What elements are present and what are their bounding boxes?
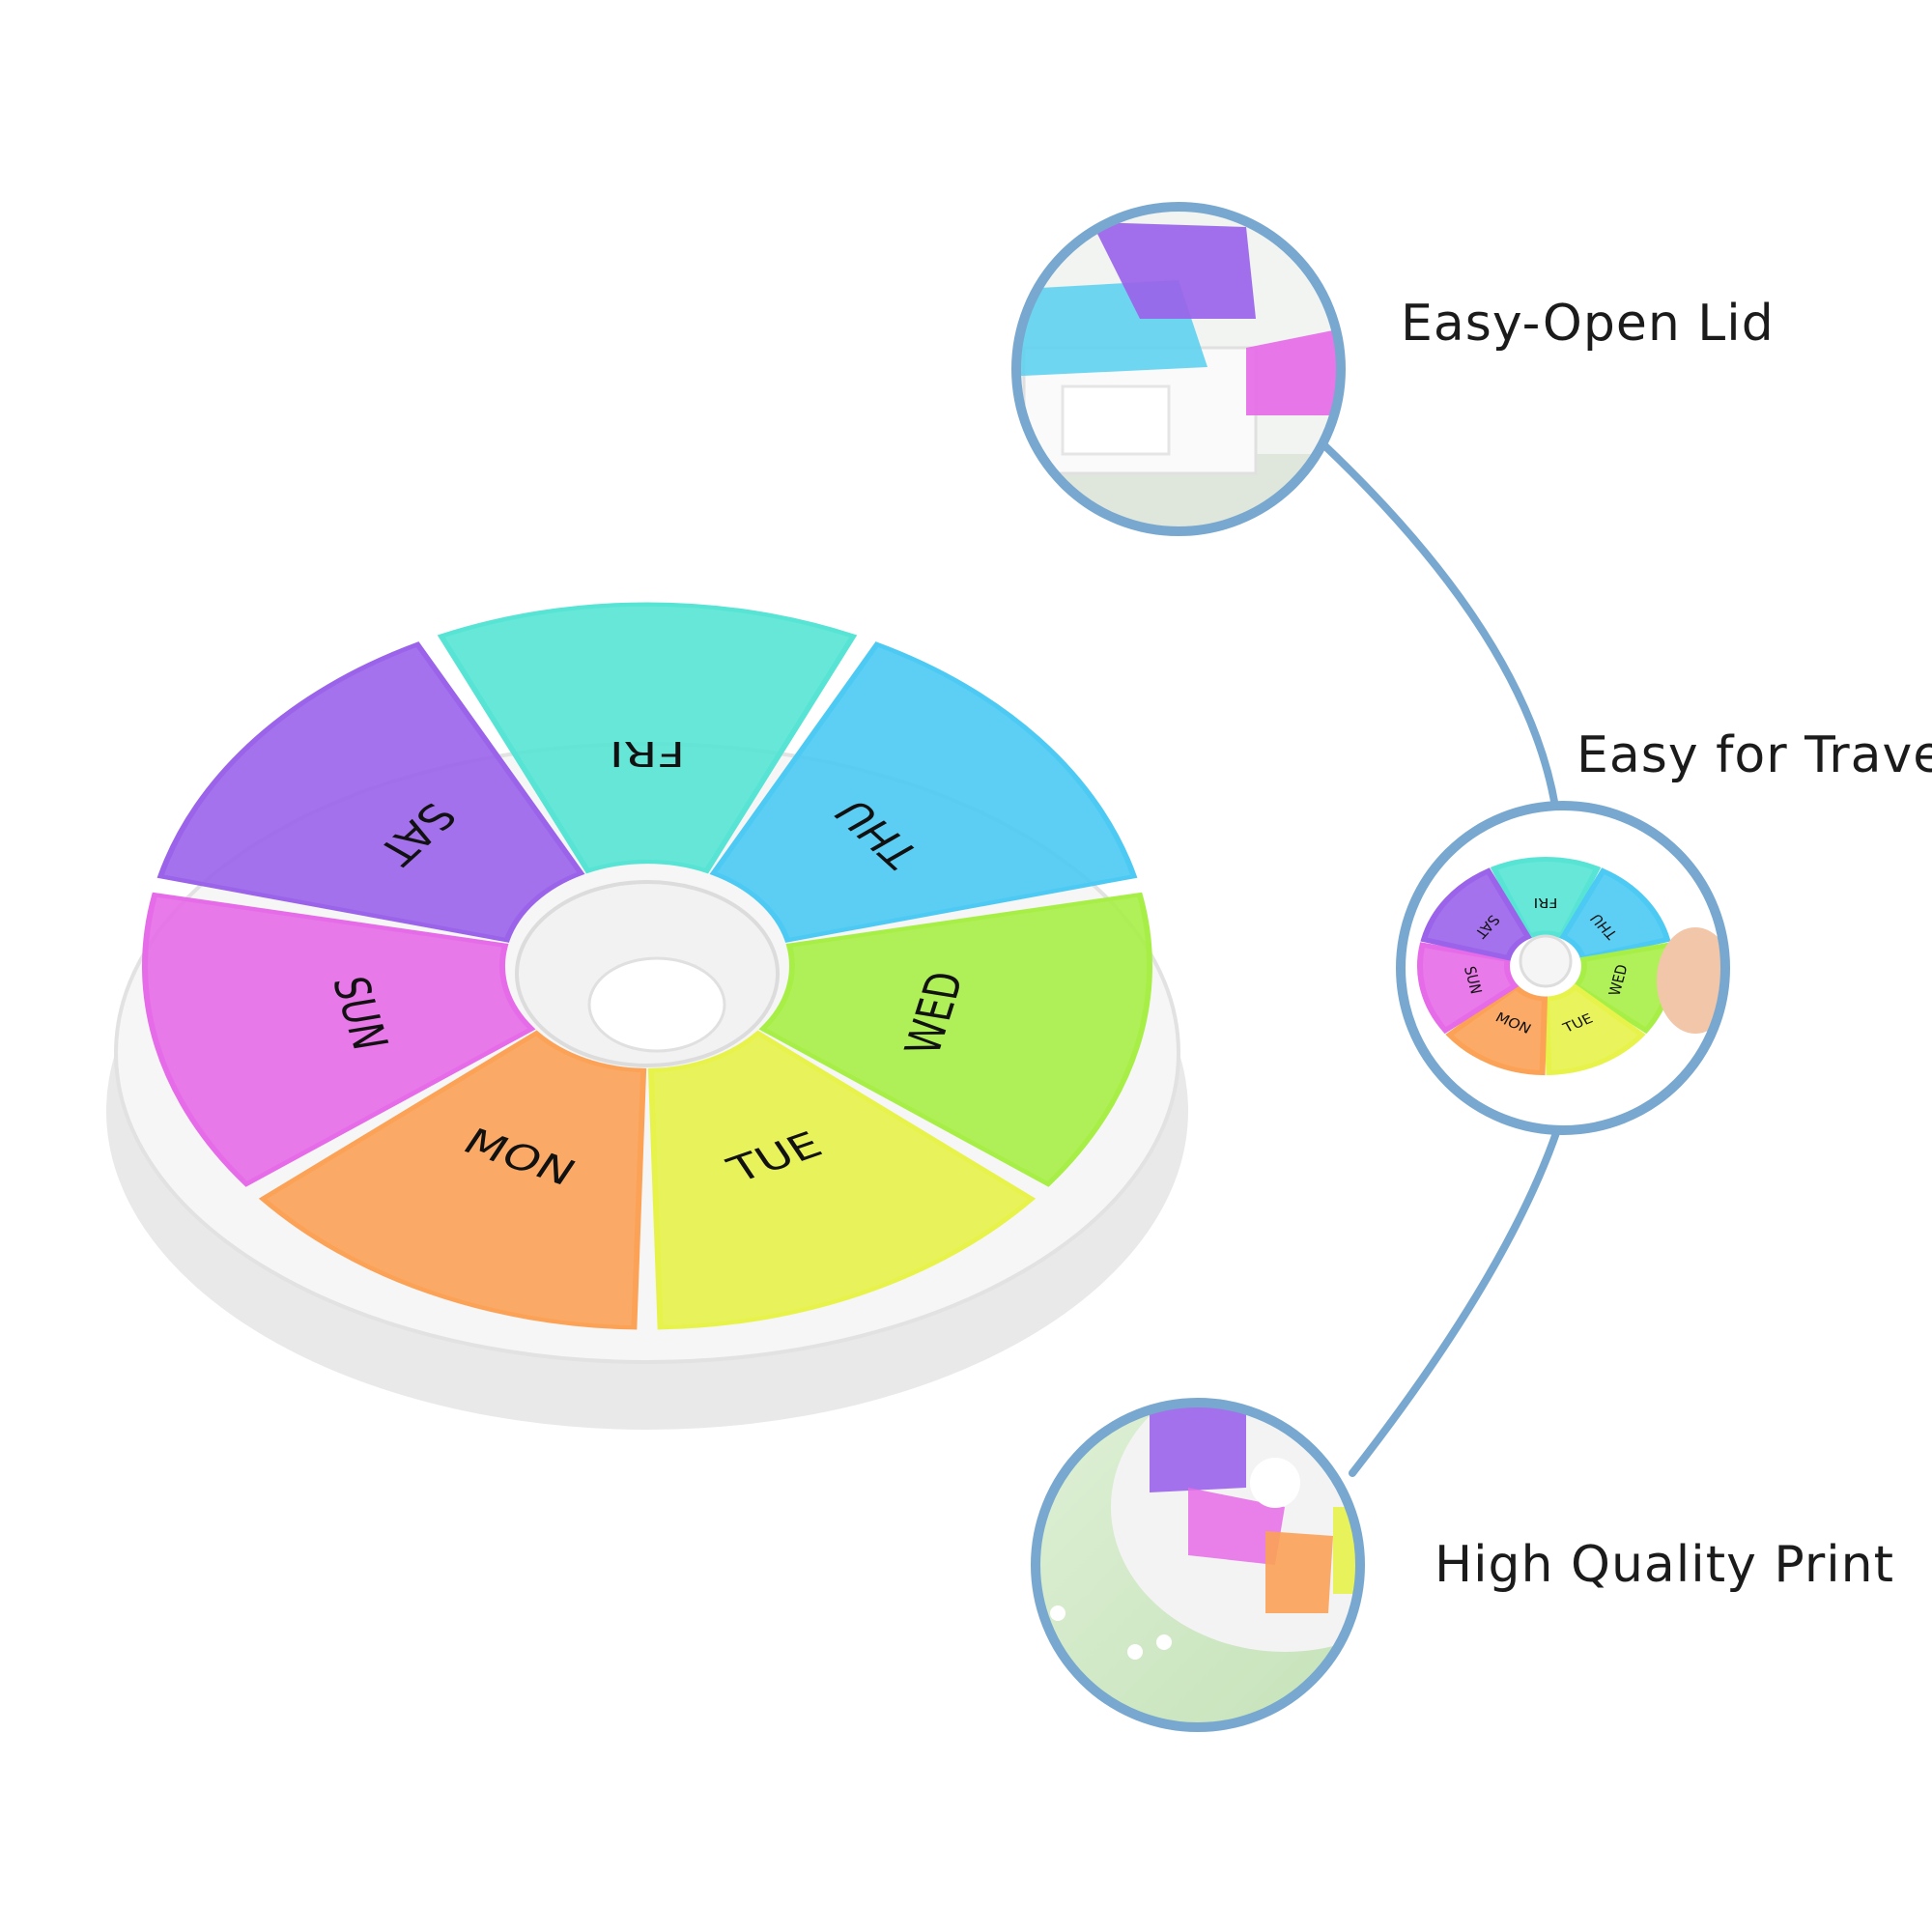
day-compartment-tue [647,1030,1037,1330]
day-compartment-sat [156,641,585,943]
feature-label-print: High Quality Print [1435,1536,1894,1594]
day-compartment-thu [709,641,1138,943]
feature-photo-easy-open [1011,202,1346,536]
feature-connector-line [1321,442,1561,1477]
feature-label-easy-open: Easy-Open Lid [1401,295,1775,353]
day-compartment-sun [142,892,536,1187]
mini-day-compartment-mon [1445,983,1548,1076]
mini-day-compartment-sat [1420,867,1532,961]
feature-ring [1031,1398,1365,1732]
mini-day-compartment-fri [1490,856,1602,940]
day-compartment-fri [437,602,858,874]
mini-day-label-fri: FRI [1533,895,1557,910]
day-label-fri: FRI [610,733,685,773]
feature-label-travel: Easy for Travel [1577,726,1932,784]
day-compartment-wed [758,892,1152,1187]
mini-day-compartment-sun [1417,942,1520,1035]
center-hole [587,956,726,1053]
mini-day-compartment-tue [1543,983,1646,1076]
feature-photo-print [1031,1398,1365,1732]
day-compartment-mon [258,1030,647,1330]
feature-ring [1011,202,1346,536]
mini-day-compartment-thu [1559,867,1671,961]
feature-ring [1396,801,1730,1135]
